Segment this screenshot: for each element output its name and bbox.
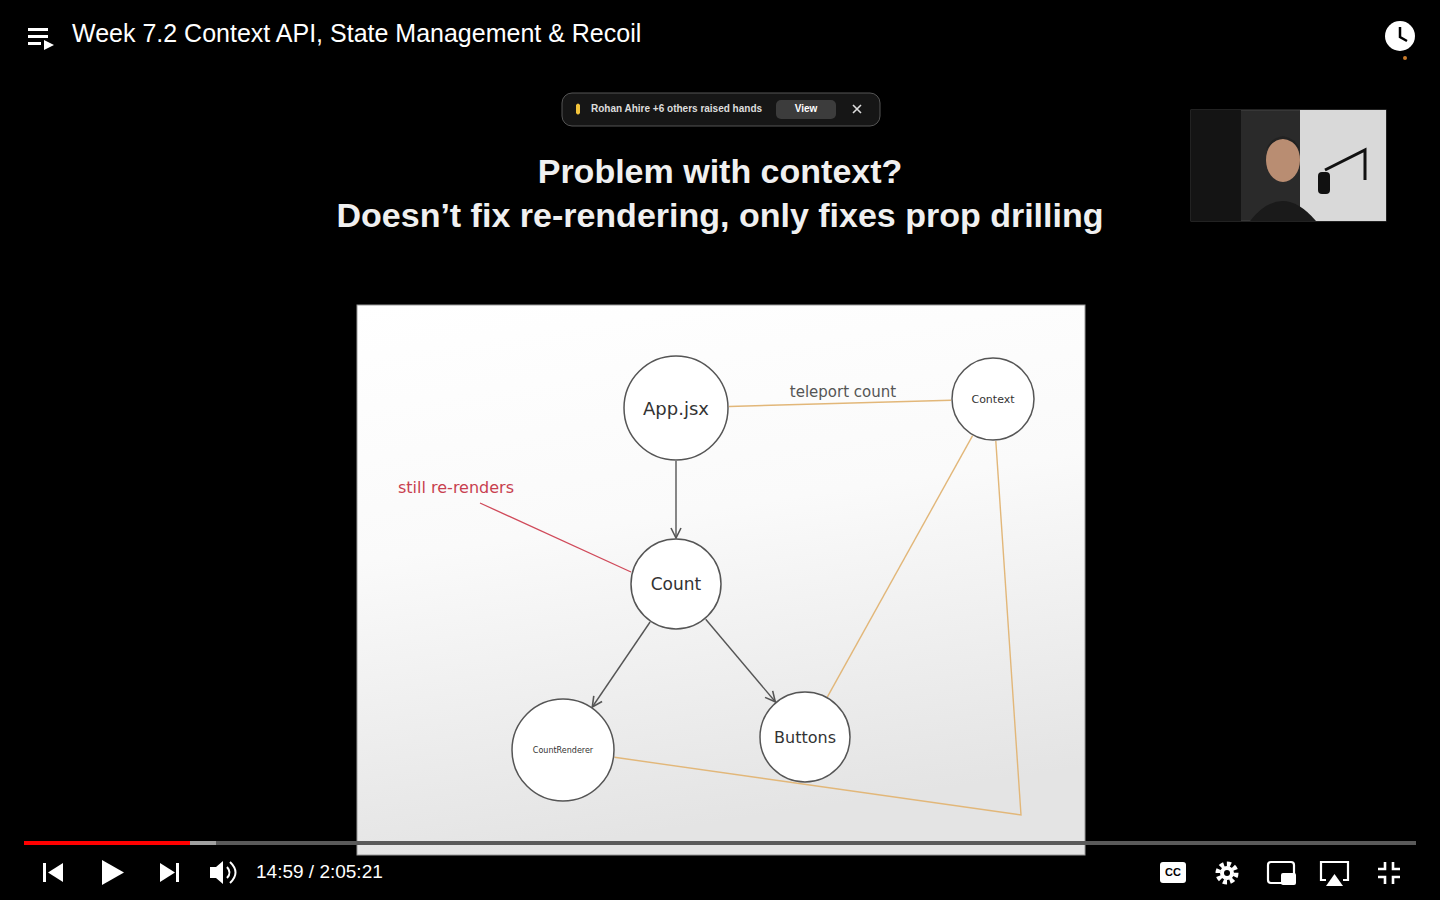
circle-shape [624, 356, 728, 460]
connector [706, 619, 776, 702]
notification-pill [562, 93, 880, 126]
circle-shape [760, 692, 850, 782]
view-button-text: View [795, 103, 818, 114]
cc-icon [1160, 862, 1186, 883]
circle-node: Buttons [759, 691, 851, 783]
video-title: Week 7.2 Context API, State Management &… [72, 19, 641, 48]
leader-line [480, 503, 631, 572]
prev-icon [43, 863, 63, 882]
connector [729, 400, 951, 406]
playlist-icon [28, 28, 54, 50]
progress-track [24, 841, 1416, 845]
settings-icon [1218, 864, 1236, 882]
webcam-thumbnail [1191, 110, 1386, 221]
cc-text: CC [1165, 866, 1181, 878]
slide-title: Problem with context? [538, 152, 903, 191]
node-label: App.jsx [643, 398, 709, 419]
circle-node: CountRenderer [511, 698, 615, 802]
progress-buffer [24, 841, 216, 845]
fullscreen-exit-icon [1378, 862, 1400, 884]
node-label: Buttons [774, 728, 836, 747]
node-label: Count [651, 574, 702, 594]
progress-played [24, 841, 190, 845]
node-label: CountRenderer [533, 746, 593, 755]
edge-label: teleport count [790, 383, 896, 401]
circle-node: App.jsx [623, 355, 729, 461]
connector [615, 441, 1022, 815]
circle-node: Context [951, 357, 1035, 441]
airplay-icon [1321, 862, 1348, 886]
circle-shape [952, 358, 1034, 440]
connector [592, 622, 650, 707]
miniplayer-icon [1268, 862, 1296, 885]
time-display: 14:59 / 2:05:21 [256, 861, 383, 883]
next-icon [160, 863, 179, 882]
volume-icon [210, 861, 236, 884]
slide-subtitle: Doesn’t fix re-rendering, only fixes pro… [337, 196, 1104, 235]
play-icon [102, 860, 124, 885]
circle-node: Count [630, 538, 722, 630]
circle-shape [512, 699, 614, 801]
circle-shape [631, 539, 721, 629]
connector [827, 436, 972, 697]
node-label: Context [971, 393, 1014, 406]
connector [675, 461, 676, 538]
whiteboard [357, 305, 1085, 855]
watch-later-icon [1385, 21, 1415, 60]
annotation-note: still re-renders [398, 478, 514, 497]
notification-text: Rohan Ahire +6 others raised hands [591, 103, 762, 114]
